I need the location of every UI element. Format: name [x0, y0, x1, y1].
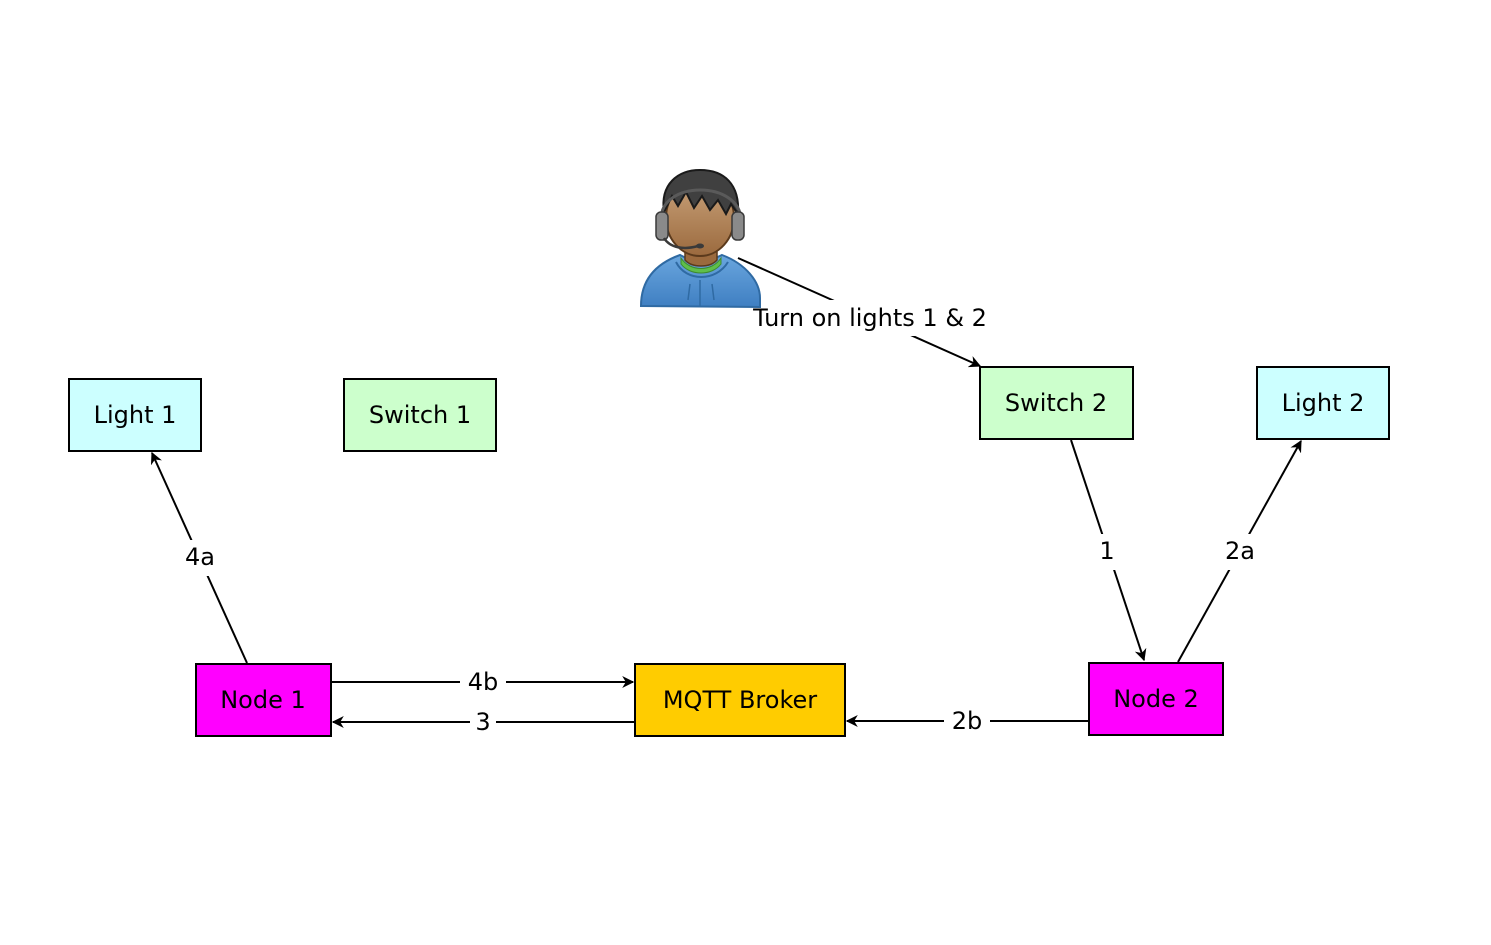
mqtt-broker-box: MQTT Broker [634, 663, 846, 737]
edge-label-node2-to-broker: 2b [952, 707, 983, 735]
node1-box: Node 1 [195, 663, 332, 737]
edge-user-to-switch2: Turn on lights 1 & 2 [737, 257, 1002, 368]
edge-node2-to-light2: 2a [1177, 439, 1302, 663]
mqtt-broker-label: MQTT Broker [663, 686, 817, 714]
switch2-label: Switch 2 [1005, 389, 1107, 417]
light1-label: Light 1 [94, 401, 177, 429]
light1-box: Light 1 [68, 378, 202, 452]
switch1-label: Switch 1 [369, 401, 471, 429]
edge-label-node2-to-light2: 2a [1225, 537, 1255, 565]
switch1-box: Switch 1 [343, 378, 497, 452]
edge-label-user-to-switch2: Turn on lights 1 & 2 [752, 304, 987, 332]
edge-switch2-to-node2: 1 [1070, 439, 1147, 662]
node1-label: Node 1 [220, 686, 306, 714]
node2-box: Node 2 [1088, 662, 1224, 736]
edge-label-switch2-to-node2: 1 [1099, 537, 1114, 565]
edge-broker-to-node1: 3 [331, 705, 636, 741]
light2-box: Light 2 [1256, 366, 1390, 440]
edge-node2-to-broker: 2b [845, 704, 1090, 740]
edge-node1-to-broker: 4b [332, 664, 635, 700]
node2-label: Node 2 [1113, 685, 1199, 713]
user-headset-icon [639, 168, 761, 309]
edge-label-node1-to-broker: 4b [468, 668, 499, 696]
edge-label-node1-to-light1: 4a [185, 543, 215, 571]
switch2-box: Switch 2 [979, 366, 1134, 440]
edge-label-broker-to-node1: 3 [475, 708, 490, 736]
edge-node1-to-light1: 4a [150, 451, 248, 664]
light2-label: Light 2 [1282, 389, 1365, 417]
